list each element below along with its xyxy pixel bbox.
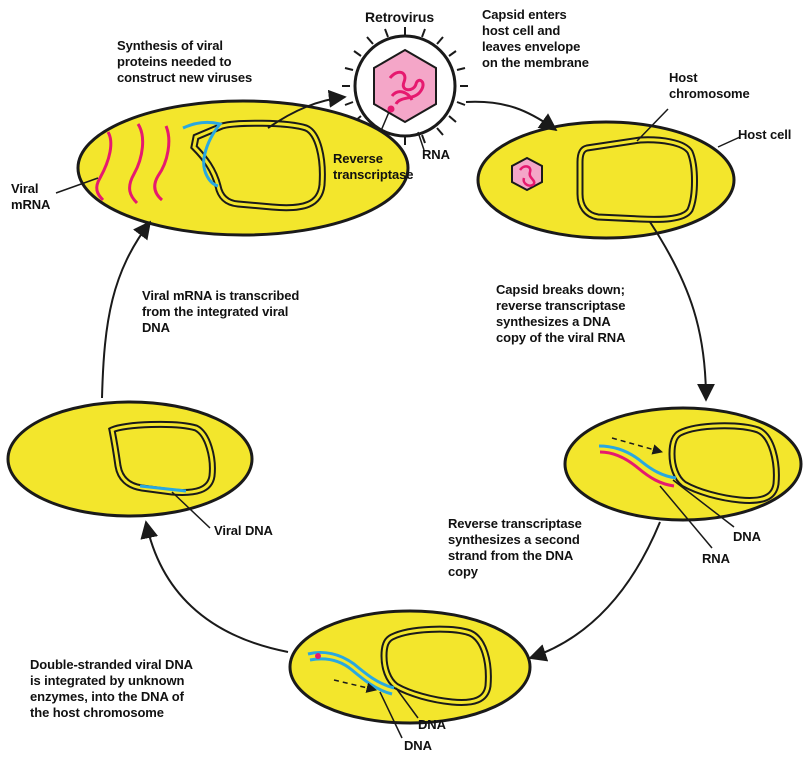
cell-bottom bbox=[290, 611, 530, 738]
integration-enzyme-dot bbox=[315, 653, 321, 659]
viral-dna-label: Viral DNA bbox=[214, 523, 273, 539]
capsid-icon bbox=[512, 158, 542, 190]
cycle-arrow-icon bbox=[650, 222, 706, 400]
reverse-transcriptase-label: Reverse transcriptase bbox=[333, 151, 413, 183]
virus-rna-label: RNA bbox=[422, 147, 450, 163]
dna-label-bottom-1: DNA bbox=[418, 717, 446, 733]
synthesis-label: Synthesis of viral proteins needed to co… bbox=[117, 38, 252, 86]
host-cell-label: Host cell bbox=[738, 127, 791, 143]
mrna-transcribed-label: Viral mRNA is transcribed from the integ… bbox=[142, 288, 299, 336]
host-chromosome-outer bbox=[672, 426, 776, 501]
reverse-transcriptase-dot bbox=[388, 106, 395, 113]
cell-right-middle bbox=[565, 408, 801, 548]
host-chromosome-label: Host chromosome bbox=[669, 70, 750, 102]
dna-label-right: DNA bbox=[733, 529, 761, 545]
capsid-enters-label: Capsid enters host cell and leaves envel… bbox=[482, 7, 589, 71]
dna-label-bottom-2: DNA bbox=[404, 738, 432, 754]
cycle-arrow-icon bbox=[146, 522, 288, 652]
rna-label-right: RNA bbox=[702, 551, 730, 567]
viral-mrna-label: Viral mRNA bbox=[11, 181, 50, 213]
capsid-breaks-label: Capsid breaks down; reverse transcriptas… bbox=[496, 282, 625, 346]
retrovirus-title: Retrovirus bbox=[365, 9, 434, 25]
host-chromosome-outer bbox=[580, 140, 695, 220]
second-strand-label: Reverse transcriptase synthesizes a seco… bbox=[448, 516, 582, 580]
double-stranded-label: Double-stranded viral DNA is integrated … bbox=[30, 657, 193, 721]
cell-left-middle bbox=[8, 402, 252, 528]
cell-top-right bbox=[478, 109, 740, 238]
host-cell-pointer-line bbox=[718, 137, 740, 147]
cycle-arrow-icon bbox=[466, 102, 556, 130]
host-chromosome-outer bbox=[384, 629, 488, 702]
